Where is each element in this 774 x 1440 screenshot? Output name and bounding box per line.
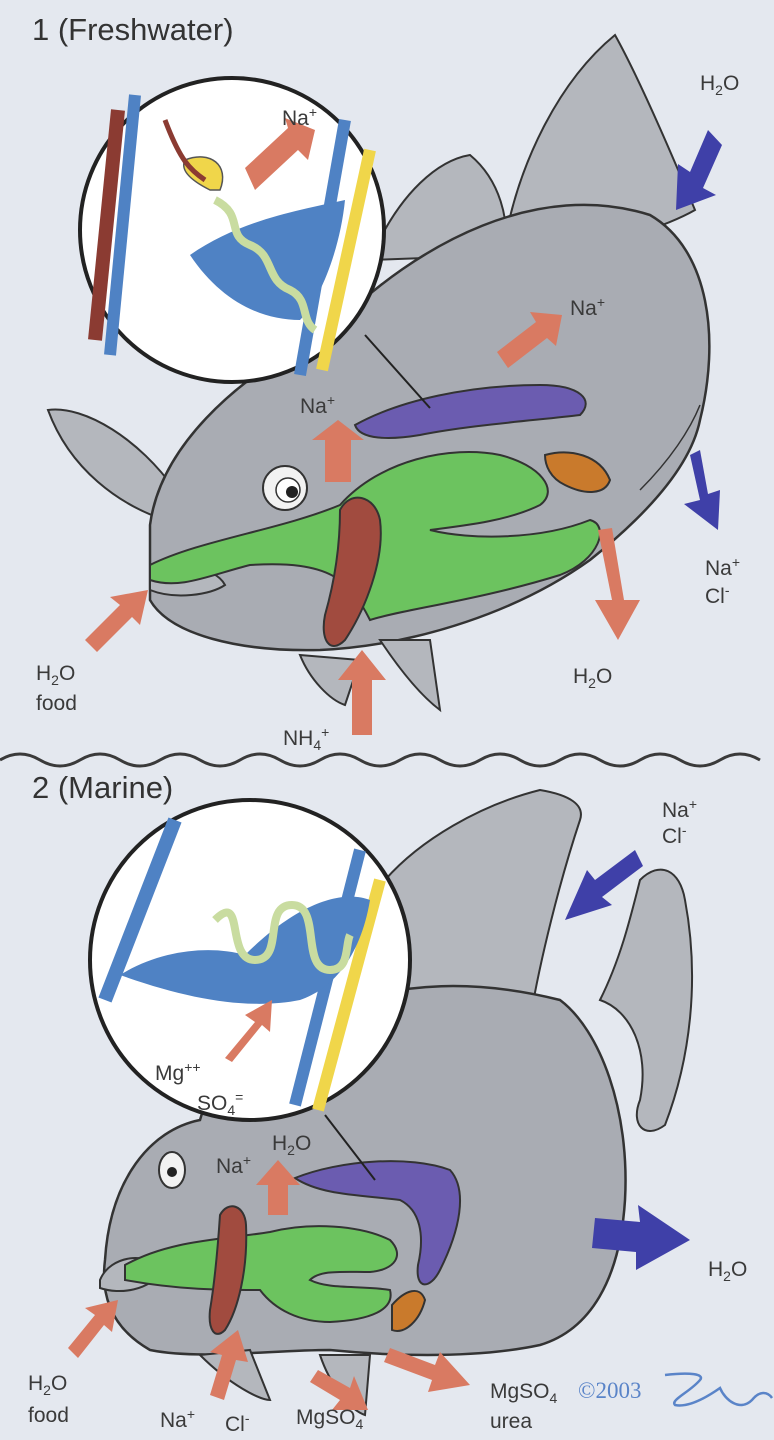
panel-1-title: 1 (Freshwater) — [32, 12, 234, 48]
fw-na-out-label: Na+ — [705, 550, 740, 581]
mr-mouth-arrow — [68, 1300, 118, 1358]
mr-h2o-out-label: H2O — [708, 1258, 747, 1288]
fw-mouth-food-label: food — [36, 692, 77, 716]
mr-so4-label: SO4= — [197, 1085, 243, 1122]
mr-na-gill-label: Na+ — [216, 1148, 251, 1179]
mr-mgso4-urea-label: MgSO4 — [490, 1380, 557, 1410]
fw-cl-out-label: Cl- — [705, 578, 730, 609]
fw-kidney-magnifier — [80, 78, 384, 382]
mr-cl-bottom-label: Cl- — [225, 1406, 250, 1437]
mr-mouth-h2o-label: H2O — [28, 1372, 67, 1402]
fw-h2o-in-label: H2O — [700, 72, 739, 102]
fw-h2o-out-label: H2O — [573, 665, 612, 695]
mr-na-bottom-label: Na+ — [160, 1402, 195, 1433]
fw-nh4-label: NH4+ — [283, 720, 329, 757]
fw-na-body-label: Na+ — [570, 290, 605, 321]
fw-mouth-h2o-label: H2O — [36, 662, 75, 692]
mr-h2o-gill-label: H2O — [272, 1132, 311, 1162]
fw-mouth-arrow — [85, 590, 148, 652]
mr-na-cl-arrow — [565, 850, 643, 920]
fw-anal-fin — [380, 640, 440, 710]
artist-signature — [665, 1374, 772, 1406]
panel-divider-wave — [0, 754, 760, 766]
fw-na-cl-arrow — [684, 450, 720, 530]
mr-cl-in-label: Cl- — [662, 818, 687, 849]
copyright-label: ©2003 — [578, 1378, 641, 1404]
mr-dorsal-fin — [385, 790, 581, 1020]
mr-mgso4-bottom-label: MgSO4 — [296, 1406, 363, 1436]
panel-2-title: 2 (Marine) — [32, 770, 173, 806]
fw-na-circle-label: Na+ — [282, 100, 317, 131]
fw-na-gill-label: Na+ — [300, 388, 335, 419]
mr-kidney-magnifier — [90, 800, 410, 1120]
fw-h2o-out-arrow — [595, 528, 640, 640]
mr-urea-label: urea — [490, 1410, 532, 1434]
mr-mg-label: Mg++ — [155, 1055, 201, 1086]
mr-mouth-food-label: food — [28, 1404, 69, 1428]
fw-h2o-in-arrow — [676, 130, 722, 210]
